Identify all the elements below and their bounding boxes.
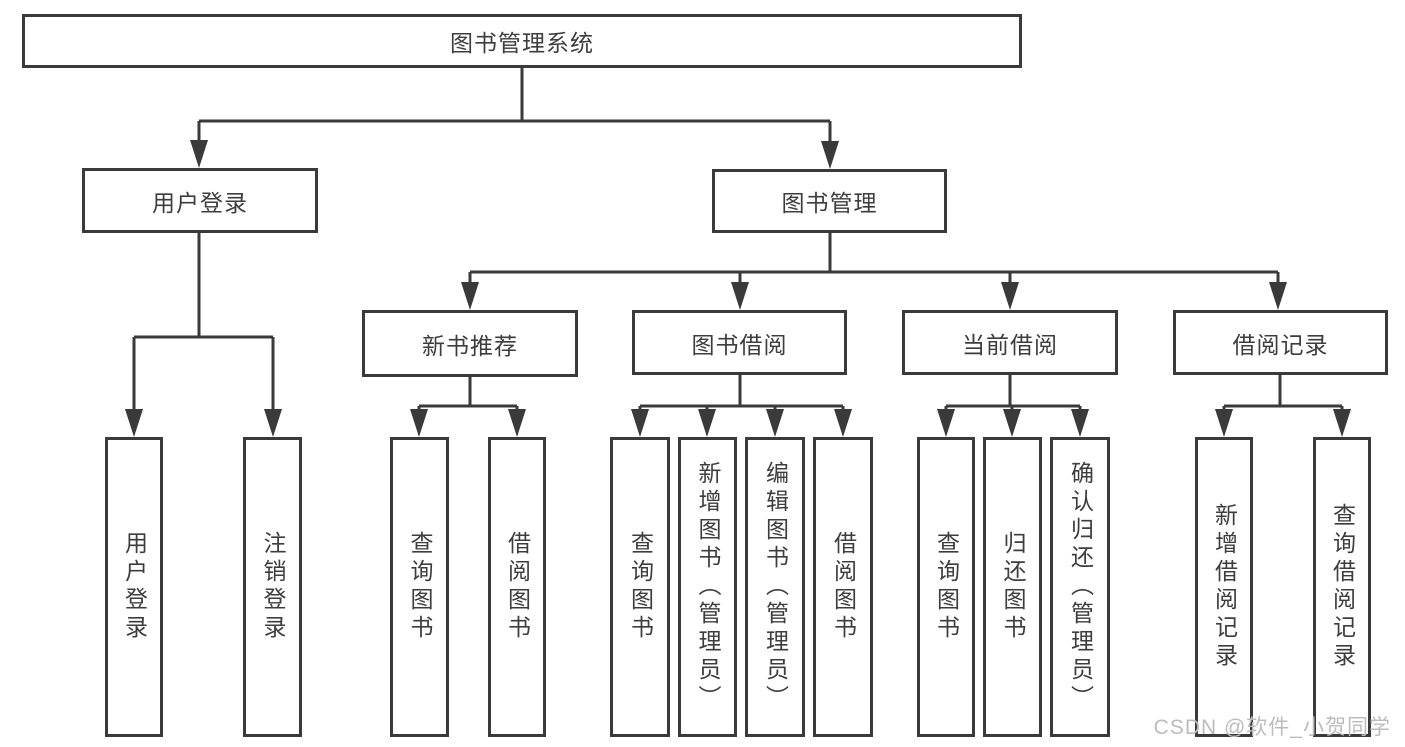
node-leaf-query-book-2-label: 查询图书	[627, 531, 654, 643]
node-leaf-borrow-book-2: 借阅图书	[813, 437, 873, 737]
node-book-management: 图书管理	[712, 169, 947, 233]
node-leaf-add-borrow-record: 新增借阅记录	[1195, 437, 1253, 737]
node-leaf-query-book-3-label: 查询图书	[933, 531, 960, 643]
node-book-borrow: 图书借阅	[632, 310, 847, 375]
node-current-borrow: 当前借阅	[902, 310, 1118, 375]
node-leaf-borrow-book-1-label: 借阅图书	[504, 531, 531, 643]
node-leaf-query-borrow-record-label: 查询借阅记录	[1329, 503, 1356, 671]
node-current-borrow-label: 当前借阅	[962, 331, 1058, 358]
node-leaf-edit-book-admin-label: 编辑图书（管理员）	[762, 461, 789, 713]
node-leaf-query-book-2: 查询图书	[610, 437, 670, 737]
node-user-login: 用户登录	[82, 168, 318, 233]
node-leaf-confirm-return-admin-label: 确认归还（管理员）	[1067, 461, 1094, 713]
node-leaf-add-book-admin-label: 新增图书（管理员）	[695, 461, 721, 713]
node-leaf-add-borrow-record-label: 新增借阅记录	[1211, 503, 1238, 671]
node-leaf-logout: 注销登录	[243, 437, 302, 737]
node-leaf-return-book: 归还图书	[983, 437, 1042, 737]
node-new-book-recommend-label: 新书推荐	[422, 332, 518, 359]
node-new-book-recommend: 新书推荐	[362, 310, 578, 377]
node-leaf-query-book-3: 查询图书	[917, 437, 975, 737]
watermark: CSDN @软件_小贺同学	[1153, 716, 1391, 739]
node-leaf-logout-label: 注销登录	[260, 531, 286, 643]
node-leaf-edit-book-admin: 编辑图书（管理员）	[745, 437, 805, 737]
node-leaf-query-book-1-label: 查询图书	[407, 531, 433, 643]
node-book-borrow-label: 图书借阅	[691, 331, 788, 358]
node-borrow-records: 借阅记录	[1173, 310, 1388, 375]
node-user-login-label: 用户登录	[152, 189, 248, 216]
node-leaf-query-borrow-record: 查询借阅记录	[1313, 437, 1371, 737]
node-leaf-add-book-admin: 新增图书（管理员）	[678, 437, 737, 737]
node-leaf-return-book-label: 归还图书	[1000, 531, 1026, 643]
node-leaf-query-book-1: 查询图书	[390, 437, 449, 737]
node-book-management-label: 图书管理	[781, 190, 878, 216]
node-root-label: 图书管理系统	[450, 30, 594, 56]
node-leaf-user-login: 用户登录	[105, 437, 163, 737]
node-borrow-records-label: 借阅记录	[1232, 331, 1329, 358]
node-leaf-borrow-book-2-label: 借阅图书	[830, 531, 857, 643]
node-root: 图书管理系统	[22, 14, 1022, 68]
node-leaf-confirm-return-admin: 确认归还（管理员）	[1050, 437, 1110, 737]
node-leaf-borrow-book-1: 借阅图书	[488, 437, 546, 737]
node-leaf-user-login-label: 用户登录	[121, 531, 148, 643]
